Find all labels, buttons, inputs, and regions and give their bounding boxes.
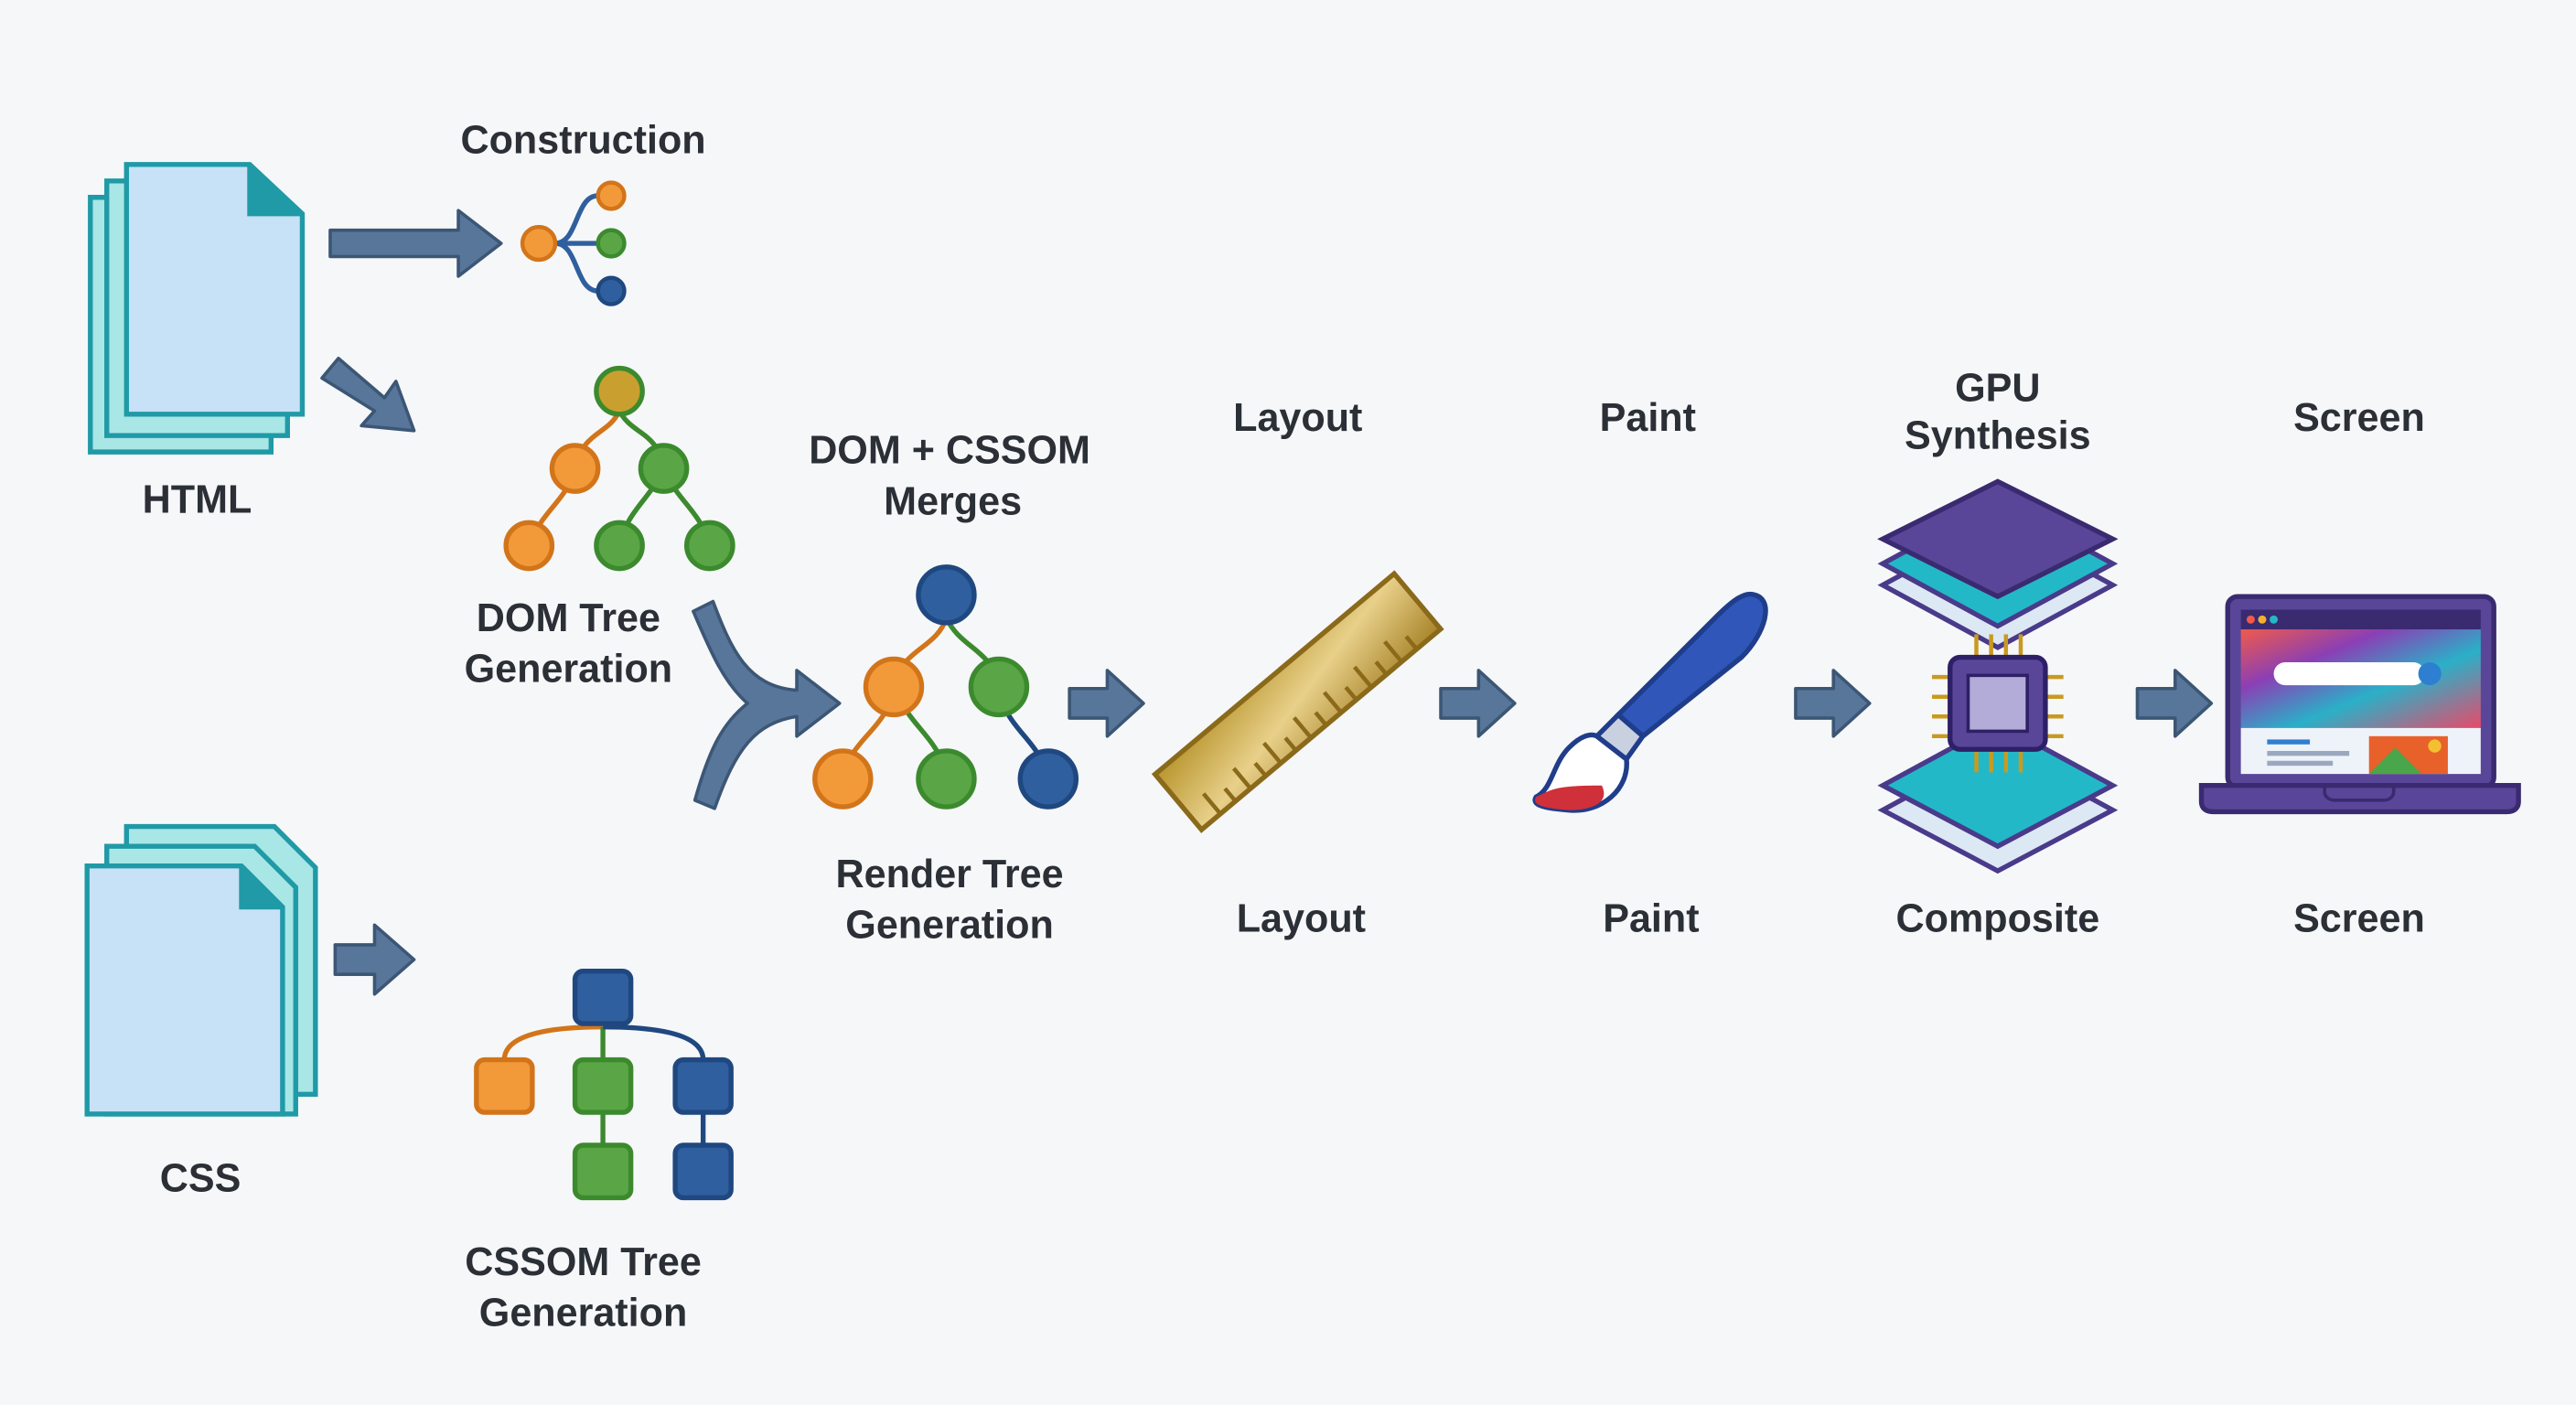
render-tree-label-1: Render Tree	[835, 853, 1063, 896]
css-document-icon	[84, 823, 318, 1117]
layout-label-bottom: Layout	[1237, 897, 1366, 941]
arrow-to-layout	[1068, 669, 1145, 738]
merge-label-1: DOM + CSSOM	[809, 429, 1090, 473]
cssom-tree-label-2: Generation	[479, 1292, 687, 1335]
merge-arrow	[692, 599, 842, 810]
gpu-label-1: GPU	[1955, 366, 2040, 410]
arrow-html-to-construction	[328, 209, 503, 278]
arrow-to-composite	[1794, 669, 1872, 738]
dom-tree-label-2: Generation	[465, 648, 672, 692]
render-tree-label-2: Generation	[845, 904, 1053, 948]
merge-label-2: Merges	[884, 479, 1022, 523]
gpu-label-2: Synthesis	[1905, 414, 2091, 458]
paint-label-top: Paint	[1600, 396, 1696, 440]
cssom-tree-label-1: CSSOM Tree	[465, 1240, 702, 1284]
laptop-screen-icon	[2198, 594, 2521, 815]
css-label: CSS	[160, 1156, 242, 1200]
arrow-to-paint	[1439, 669, 1517, 738]
composite-label: Composite	[1896, 897, 2100, 941]
layout-label-top: Layout	[1233, 396, 1362, 440]
screen-label-top: Screen	[2293, 396, 2425, 440]
arrow-html-to-dom	[320, 356, 416, 433]
html-label: HTML	[143, 478, 252, 522]
arrow-css-to-cssom	[333, 923, 416, 996]
screen-label-bottom: Screen	[2293, 897, 2425, 941]
arrow-to-screen	[2135, 669, 2214, 738]
render-tree-icon	[812, 564, 1079, 810]
html-document-icon	[88, 162, 306, 455]
construction-tree-icon	[520, 180, 627, 306]
dom-tree-label-1: DOM Tree	[477, 596, 660, 640]
cssom-tree-icon	[474, 968, 734, 1201]
paint-label-bottom: Paint	[1603, 897, 1699, 941]
gpu-chip-layers-icon	[1877, 478, 2119, 874]
dom-tree-icon	[503, 365, 735, 572]
ruler-icon	[1151, 570, 1444, 833]
construction-label: Construction	[460, 118, 705, 162]
paintbrush-icon	[1532, 591, 1768, 813]
